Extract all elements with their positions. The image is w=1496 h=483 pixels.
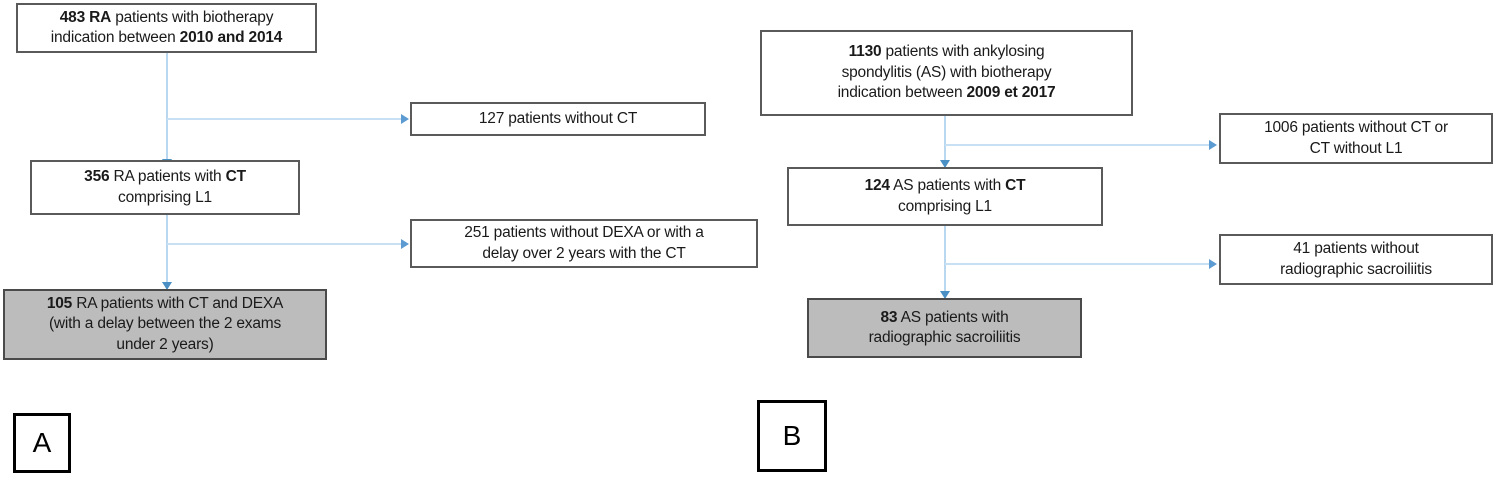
panel-a-arrowhead-excluded1 — [401, 114, 409, 124]
panel-a-connector-spine-top — [166, 52, 168, 166]
panel-b-arrowhead-excluded1 — [1209, 140, 1217, 150]
panel-label-b: B — [757, 400, 827, 472]
panel-b-connector-spine-bottom — [944, 226, 946, 298]
panel-a-excluded1-text: 127 patients without CT — [478, 109, 638, 127]
panel-a-branch-to-excluded2 — [167, 243, 402, 245]
panel-a-arrowhead-excluded2 — [401, 239, 409, 249]
panel-a-excluded1-box: 127 patients without CT — [410, 102, 706, 136]
panel-label-a: A — [13, 413, 71, 473]
panel-a-final-text: 105 RA patients with CT and DEXA(with a … — [46, 294, 284, 353]
panel-b-arrow-to-step1 — [940, 160, 950, 168]
panel-a-connector-spine-bottom — [166, 215, 168, 295]
panel-a-branch-to-excluded1 — [167, 118, 402, 120]
panel-b-arrow-to-final — [940, 291, 950, 299]
panel-label-b-text: B — [782, 420, 802, 451]
panel-b-branch-to-excluded1 — [945, 144, 1210, 146]
panel-label-a-text: A — [32, 427, 52, 458]
panel-a-final-box: 105 RA patients with CT and DEXA(with a … — [3, 289, 327, 360]
panel-b-branch-to-excluded2 — [945, 263, 1210, 265]
panel-b-connector-spine-top — [944, 116, 946, 167]
panel-a-arrow-to-final — [162, 282, 172, 290]
panel-b-arrowhead-excluded2 — [1209, 259, 1217, 269]
